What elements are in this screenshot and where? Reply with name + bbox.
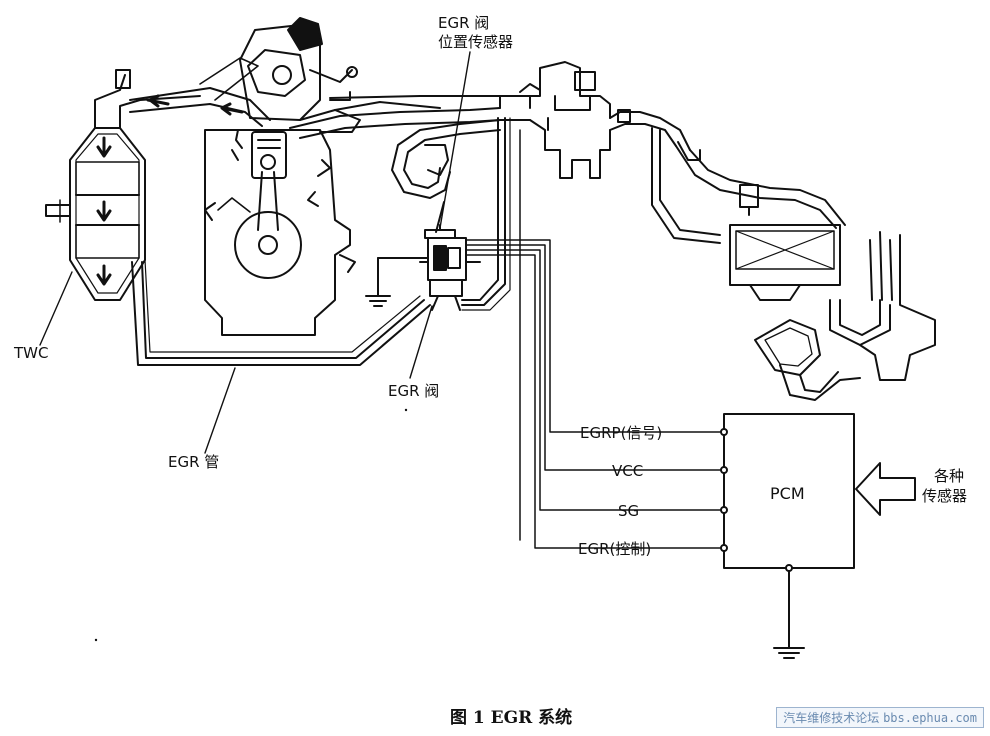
egr-valve-body [419,224,481,311]
pcm-module [720,413,855,659]
sensors-label-line1: 各种 [934,467,965,485]
sg-label: SG [618,502,640,520]
egr-valve-label: EGR 阀 [388,382,440,400]
egr-feed-pipe [461,117,511,311]
intake-snorkel [754,231,936,401]
egr-control-label: EGR(控制) [578,540,652,558]
egr-sensor-label-line2: 位置传感器 [438,33,514,51]
air-duct [651,127,846,244]
twc-converter [45,69,201,301]
air-cleaner [729,224,841,301]
watermark-host: bbs.ephua.com [883,711,977,725]
watermark: 汽车维修技术论坛 bbs.ephua.com [776,707,984,728]
vcc-label: VCC [612,462,644,480]
pcm-label: PCM [770,484,805,503]
throttle-body [519,61,701,179]
engine-block [204,17,441,336]
watermark-site: 汽车维修技术论坛 [783,711,880,725]
egr-pipe-loop [131,259,431,366]
egrp-signal-label: EGRP(信号) [580,424,663,442]
leader-lines [39,51,471,454]
egr-sensor-label-line1: EGR 阀 [438,14,490,32]
egr-sensor-loop [391,119,501,233]
egr-pipe-label: EGR 管 [168,453,220,471]
intake-manifold [289,95,531,139]
sensor-input-arrow [855,462,916,516]
figure-caption: 图 1 EGR 系统 [450,708,573,728]
valve-ground-symbol [365,257,429,307]
signal-wires [465,129,725,549]
sensors-label-line2: 传感器 [922,487,968,505]
twc-label: TWC [14,344,49,362]
